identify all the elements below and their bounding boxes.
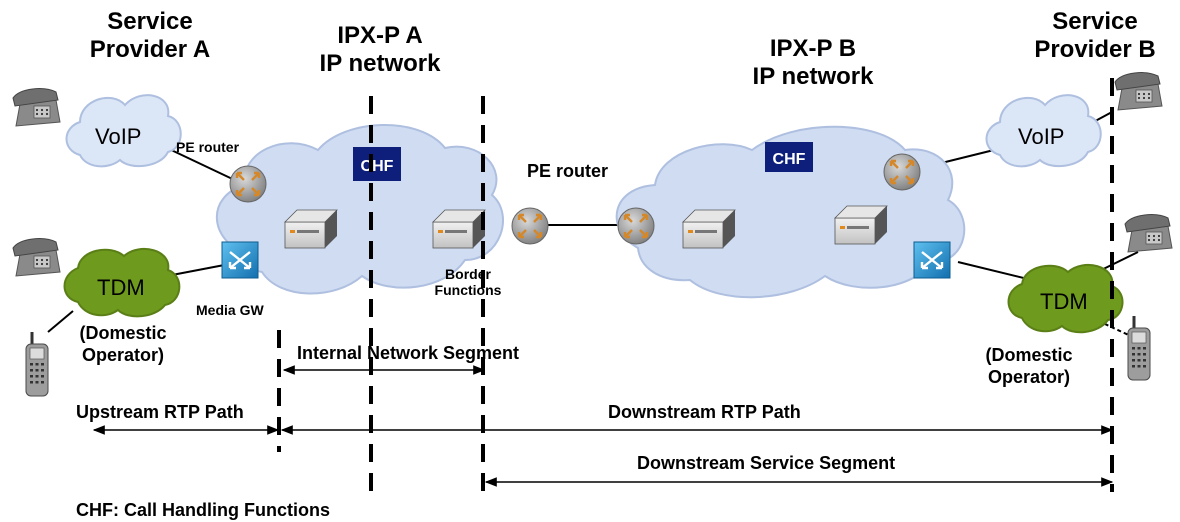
domestic-operator-a: (Domestic Operator) bbox=[58, 322, 188, 366]
provider-b-line1: Service bbox=[1052, 8, 1138, 35]
domestic-a-line1: (Domestic bbox=[79, 323, 167, 343]
provider-a-line1: Service bbox=[107, 8, 193, 35]
pe-router-icon bbox=[616, 206, 656, 246]
ipx-a-line1: IPX-P A bbox=[337, 22, 423, 49]
tdm-cloud-a bbox=[63, 247, 181, 318]
border-line1: Border bbox=[445, 266, 491, 282]
border-function-appliance-icon bbox=[284, 209, 338, 249]
downstream-rtp-path-label: Downstream RTP Path bbox=[608, 402, 801, 422]
provider-b-heading: Service Provider B bbox=[1015, 8, 1175, 64]
segment-arrows bbox=[92, 365, 1114, 487]
ipx-a-heading: IPX-P A IP network bbox=[295, 22, 465, 78]
ipx-a-line2: IP network bbox=[319, 50, 441, 77]
ipx-b-line1: IPX-P B bbox=[769, 35, 857, 62]
downstream-service-segment-label: Downstream Service Segment bbox=[637, 453, 896, 473]
border-function-appliance-icon bbox=[682, 209, 736, 249]
media-gateway-switch-icon bbox=[912, 240, 952, 280]
provider-a-heading: Service Provider A bbox=[70, 8, 230, 64]
domestic-operator-b: (Domestic Operator) bbox=[964, 344, 1094, 388]
ipx-b-line2: IP network bbox=[752, 63, 874, 90]
telephone-icon bbox=[1124, 214, 1173, 253]
footnote: CHF: Call Handling Functions bbox=[76, 500, 330, 520]
internal-network-segment-label: Internal Network Segment bbox=[297, 343, 520, 363]
telephone-icon bbox=[12, 88, 61, 127]
border-function-appliance-icon bbox=[432, 209, 486, 249]
media-gateway-switch-icon bbox=[220, 240, 260, 280]
pe-router-label: PE router bbox=[527, 161, 609, 181]
tdm-label: TDM bbox=[97, 275, 145, 300]
telephone-icon bbox=[1114, 72, 1163, 111]
chf-box-label: CHF bbox=[773, 151, 806, 168]
pe-router-icon bbox=[510, 206, 550, 246]
border-function-appliance-icon bbox=[834, 205, 888, 245]
chf-box-label: CHF bbox=[361, 158, 394, 175]
ipx-a-cloud bbox=[215, 124, 504, 295]
pe-router-icon bbox=[882, 152, 922, 192]
domestic-b-line2: Operator) bbox=[987, 367, 1070, 387]
provider-a-line2: Provider A bbox=[89, 36, 211, 63]
border-line2: Functions bbox=[434, 282, 502, 298]
pe-router-label: PE router bbox=[176, 139, 240, 155]
mobile-phone-icon bbox=[1126, 314, 1152, 382]
domestic-a-line2: Operator) bbox=[81, 345, 164, 365]
chf-box bbox=[353, 147, 401, 181]
voip-cloud-b bbox=[985, 94, 1102, 168]
chf-box bbox=[765, 142, 813, 172]
media-gw-label: Media GW bbox=[196, 302, 264, 318]
mobile-phone-icon bbox=[24, 330, 50, 398]
voip-label: VoIP bbox=[95, 124, 142, 149]
voip-cloud-a bbox=[65, 94, 182, 168]
ipx-b-cloud bbox=[615, 125, 966, 299]
pe-router-icon bbox=[228, 164, 268, 204]
tdm-label: TDM bbox=[1040, 289, 1088, 314]
domestic-b-line1: (Domestic bbox=[985, 345, 1073, 365]
ipx-b-heading: IPX-P B IP network bbox=[728, 35, 898, 91]
border-functions-label: Border Functions bbox=[418, 266, 518, 298]
voip-label: VoIP bbox=[1018, 124, 1065, 149]
provider-b-line2: Provider B bbox=[1034, 36, 1156, 63]
telephone-icon bbox=[12, 238, 61, 277]
upstream-rtp-path-label: Upstream RTP Path bbox=[76, 402, 244, 422]
